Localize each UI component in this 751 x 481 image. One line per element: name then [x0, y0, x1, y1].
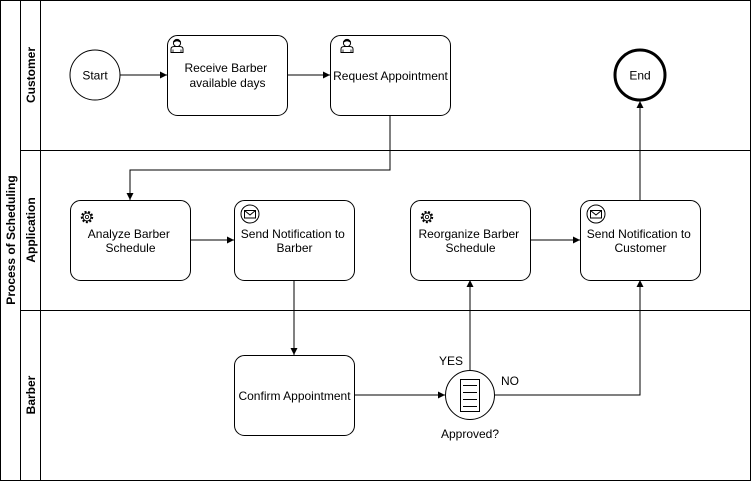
svg-text:Confirm Appointment: Confirm Appointment — [238, 389, 351, 403]
gear-icon — [80, 210, 94, 224]
end-event: End — [613, 48, 667, 102]
task-confirm-appointment: Confirm Appointment — [234, 355, 355, 436]
task-analyze-barber-schedule: Analyze Barber Schedule — [70, 200, 191, 281]
task-reorganize-barber-schedule: Reorganize Barber Schedule — [410, 200, 531, 281]
task-receive-line-1: Receive Barber — [184, 61, 267, 75]
task-notify-customer-line-1: Send Notification to — [587, 227, 691, 241]
envelope-icon — [586, 204, 606, 224]
task-request-line-1: Request Appointment — [333, 69, 448, 83]
envelope-icon — [240, 204, 260, 224]
task-reorganize-line-1: Reorganize Barber — [418, 227, 519, 241]
svg-text:Send Notification to Bar: Send Notification to Barber — [241, 227, 348, 255]
task-notify-barber-line-2: Barber — [276, 241, 312, 255]
gateway-no-label: NO — [501, 374, 519, 388]
pool-label: Process of Scheduling — [4, 175, 18, 304]
gateway-yes-label: YES — [439, 354, 463, 368]
user-icon — [340, 38, 354, 53]
task-notify-barber-line-1: Send Notification to — [241, 227, 345, 241]
lane-label-barber: Barber — [24, 375, 38, 414]
svg-text:Request Appointment: Request Appointment — [333, 69, 448, 83]
flow-gateway-no — [495, 280, 644, 396]
task-send-notification-barber: Send Notification to Barber — [234, 200, 355, 281]
user-icon — [170, 38, 184, 53]
gear-icon — [420, 210, 434, 224]
lane-label-application: Application — [24, 197, 38, 262]
task-analyze-line-1: Analyze Barber — [88, 227, 170, 241]
svg-text:Analyze Barber Schedule: Analyze Barber Schedule — [88, 227, 173, 255]
svg-text:Reorganize Barber Schedu: Reorganize Barber Schedule — [418, 227, 522, 255]
lane-label-customer: Customer — [24, 47, 38, 103]
end-event-label: End — [629, 69, 650, 83]
gateway-approved — [445, 370, 495, 420]
task-receive-barber-days: Receive Barber available days — [167, 35, 288, 116]
task-request-appointment: Request Appointment — [330, 35, 451, 116]
sequence-flows — [120, 71, 644, 399]
task-send-notification-customer: Send Notification to Customer — [580, 200, 701, 281]
task-notify-customer-line-2: Customer — [614, 241, 666, 255]
start-event-label: Start — [82, 69, 108, 83]
task-reorganize-line-2: Schedule — [445, 241, 495, 255]
flow-request-to-analyze — [126, 115, 391, 200]
gateway-label: Approved? — [441, 427, 499, 441]
document-icon — [460, 379, 480, 412]
task-confirm-line-1: Confirm Appointment — [238, 389, 351, 403]
svg-text:Send Notification to Cus: Send Notification to Customer — [587, 227, 694, 255]
task-analyze-line-2: Schedule — [105, 241, 155, 255]
start-event: Start — [69, 49, 121, 101]
task-receive-line-2: available days — [189, 76, 265, 90]
svg-text:Receive Barber available: Receive Barber available days — [184, 61, 270, 90]
